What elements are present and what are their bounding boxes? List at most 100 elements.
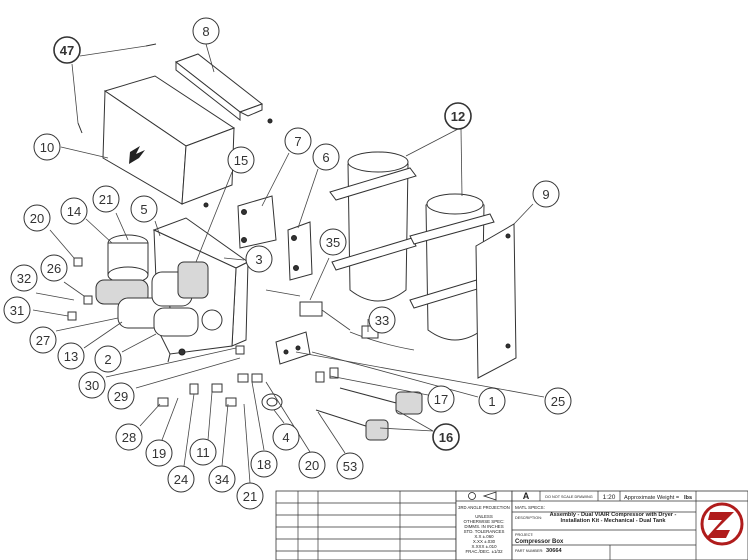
svg-text:1: 1 <box>488 394 495 409</box>
svg-text:19: 19 <box>152 446 166 461</box>
svg-text:13: 13 <box>64 349 78 364</box>
part-10-cover-box <box>102 75 236 205</box>
callout-14: 14 <box>60 197 88 225</box>
part-4-hose-fitting <box>261 393 283 411</box>
callout-7: 7 <box>284 127 312 155</box>
weight-label: Approximate Weight = <box>624 495 679 501</box>
callout-6: 6 <box>312 143 340 171</box>
part-7-bracket <box>237 195 277 249</box>
callout-1: 1 <box>478 387 506 415</box>
company-logo <box>700 502 744 546</box>
svg-text:X.XX ±.030: X.XX ±.030 <box>473 539 496 544</box>
callout-12: 12 <box>444 102 472 130</box>
svg-text:21: 21 <box>243 489 257 504</box>
svg-text:26: 26 <box>47 261 61 276</box>
part-8-top-bracket <box>174 53 264 122</box>
callout-5: 5 <box>130 195 158 223</box>
svg-text:X.XXX ±.010: X.XXX ±.010 <box>471 544 497 549</box>
svg-text:X.X ±.060: X.X ±.060 <box>474 534 494 539</box>
svg-text:33: 33 <box>375 313 389 328</box>
svg-text:11: 11 <box>196 445 210 460</box>
part-compressor-2 <box>151 261 223 337</box>
callout-3: 3 <box>245 245 273 273</box>
svg-text:9: 9 <box>542 187 549 202</box>
svg-text:UNLESS: UNLESS <box>475 514 493 519</box>
svg-text:21: 21 <box>99 192 113 207</box>
callout-29: 29 <box>107 382 135 410</box>
svg-text:OTHERWISE SPEC:: OTHERWISE SPEC: <box>464 519 505 524</box>
callout-53: 53 <box>336 452 364 480</box>
svg-text:30: 30 <box>85 378 99 393</box>
svg-text:15: 15 <box>234 153 248 168</box>
callout-24: 24 <box>167 465 195 493</box>
svg-text:20: 20 <box>30 211 44 226</box>
callout-20: 20 <box>23 204 51 232</box>
description-label: DESCRIPTION: <box>515 516 542 520</box>
svg-text:35: 35 <box>326 235 340 250</box>
svg-text:53: 53 <box>343 459 357 474</box>
scale-value: 1:20 <box>603 494 616 501</box>
svg-text:4: 4 <box>282 430 289 445</box>
svg-text:5: 5 <box>140 202 147 217</box>
part-35-pressure-switch <box>265 289 351 331</box>
svg-text:STD. TOLERANCES: STD. TOLERANCES <box>464 529 505 534</box>
callout-balloons: 47 8 10 7 6 12 15 9 14 21 5 20 26 32 31 … <box>3 17 572 510</box>
svg-text:24: 24 <box>174 472 188 487</box>
svg-text:29: 29 <box>114 389 128 404</box>
part-small-fittings <box>67 257 339 407</box>
svg-text:12: 12 <box>451 109 465 124</box>
svg-text:2: 2 <box>104 352 111 367</box>
svg-text:31: 31 <box>10 303 24 318</box>
part-47-screws <box>77 43 273 208</box>
title-block: 3RD ANGLE PROJECTION UNLESS OTHERWISE SP… <box>275 490 748 560</box>
svg-text:10: 10 <box>40 140 54 155</box>
svg-text:34: 34 <box>215 472 229 487</box>
callout-20-lower: 20 <box>298 451 326 479</box>
matl-specs: MATL SPECS: <box>515 505 545 510</box>
callout-9: 9 <box>532 180 560 208</box>
part-9-plate <box>475 223 517 379</box>
svg-text:28: 28 <box>122 430 136 445</box>
sheet-size: A <box>523 491 530 501</box>
part-number: 30664 <box>546 548 562 554</box>
svg-text:25: 25 <box>551 394 565 409</box>
svg-text:DIMMS. IN INCHES: DIMMS. IN INCHES <box>464 524 503 529</box>
project-name: Compressor Box <box>515 539 564 545</box>
callout-19: 19 <box>145 439 173 467</box>
svg-text:14: 14 <box>67 204 81 219</box>
project-label: PROJECT: <box>515 533 533 537</box>
callout-13: 13 <box>57 342 85 370</box>
callout-2: 2 <box>94 345 122 373</box>
callout-11: 11 <box>189 438 217 466</box>
callout-4: 4 <box>272 423 300 451</box>
callout-30: 30 <box>78 371 106 399</box>
leader-lines <box>32 43 545 484</box>
svg-text:3: 3 <box>255 252 262 267</box>
callout-15: 15 <box>227 146 255 174</box>
projection-symbol-icon <box>468 492 476 500</box>
callout-35: 35 <box>319 228 347 256</box>
scale-note: DO NOT SCALE DRAWING <box>545 495 593 499</box>
callout-10: 10 <box>33 133 61 161</box>
part-number-label: PART NUMBER: <box>515 549 543 553</box>
part-14-compressor-1 <box>95 234 171 329</box>
callout-17: 17 <box>427 385 455 413</box>
svg-text:20: 20 <box>305 458 319 473</box>
svg-text:8: 8 <box>202 24 209 39</box>
svg-text:32: 32 <box>17 271 31 286</box>
svg-text:47: 47 <box>60 43 74 58</box>
callout-18: 18 <box>250 450 278 478</box>
weight-unit: lbs <box>684 495 692 501</box>
logo-mark-icon <box>129 146 145 164</box>
callout-28: 28 <box>115 423 143 451</box>
svg-text:27: 27 <box>36 333 50 348</box>
part-25-manifold <box>275 331 311 365</box>
callout-27: 27 <box>29 326 57 354</box>
part-16-valves <box>315 387 423 441</box>
callout-26: 26 <box>40 254 68 282</box>
callout-25: 25 <box>544 387 572 415</box>
callout-33: 33 <box>368 306 396 334</box>
callout-31: 31 <box>3 296 31 324</box>
svg-text:FRAC./DEC. ±1/32: FRAC./DEC. ±1/32 <box>465 549 503 554</box>
